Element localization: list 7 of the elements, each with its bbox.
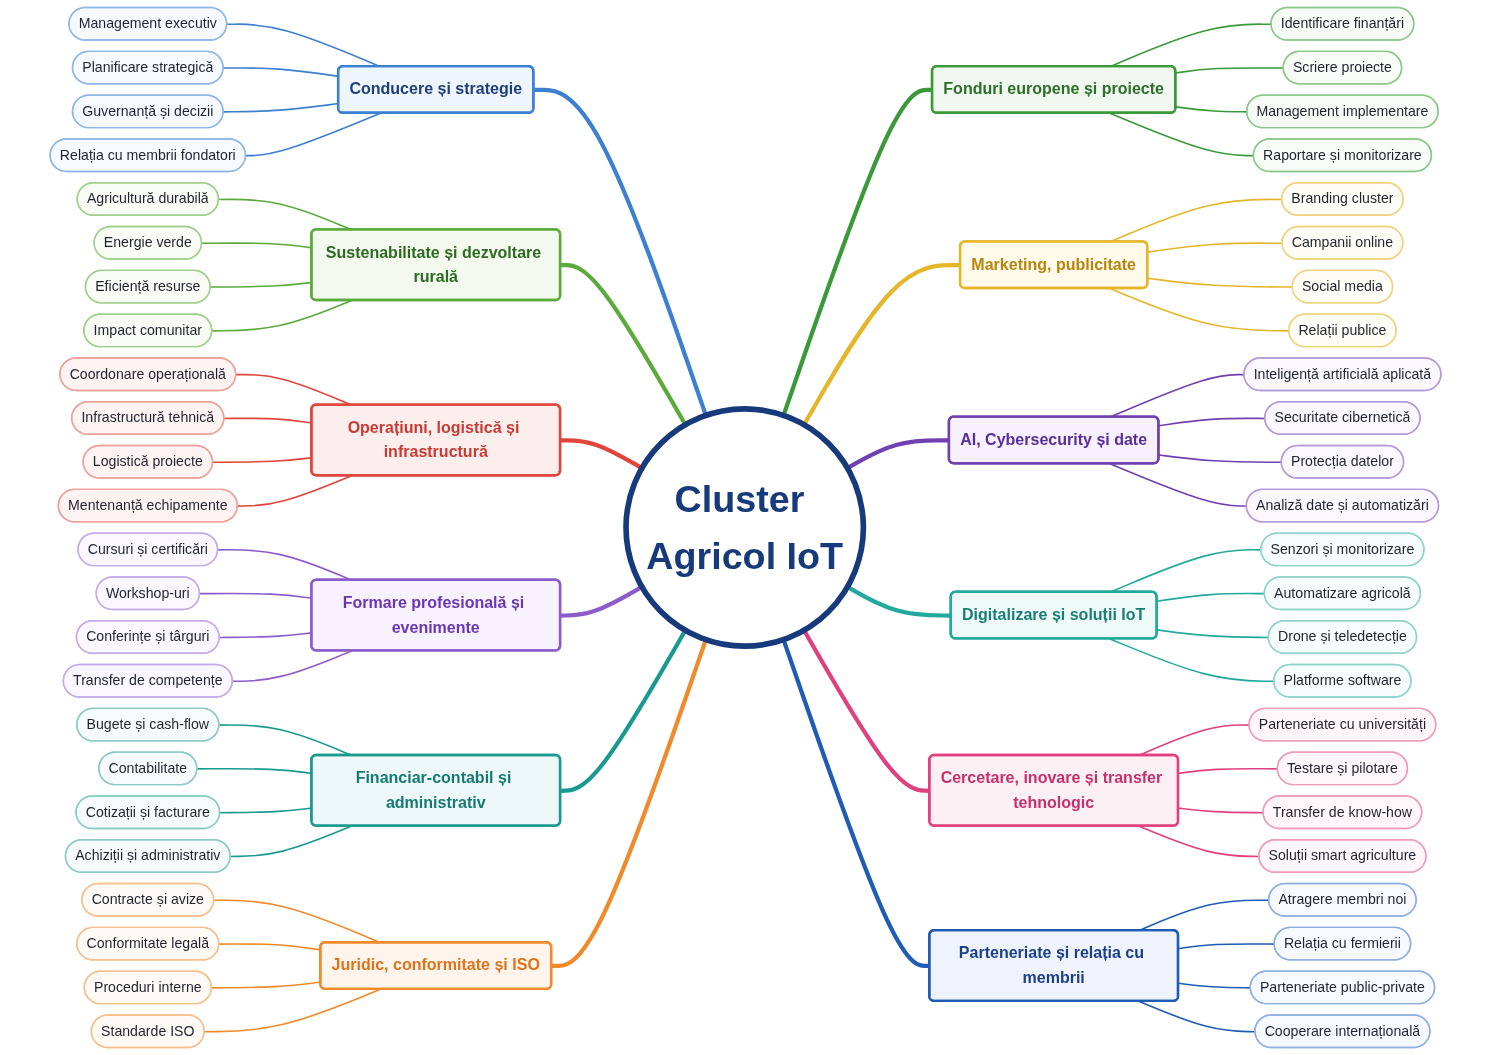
connector bbox=[560, 629, 688, 793]
node-circle: Cluster Agricol IoT bbox=[623, 406, 867, 649]
connector bbox=[560, 438, 643, 470]
connector bbox=[560, 585, 643, 618]
connector bbox=[802, 262, 961, 426]
connector bbox=[560, 262, 688, 426]
connector bbox=[802, 629, 930, 793]
